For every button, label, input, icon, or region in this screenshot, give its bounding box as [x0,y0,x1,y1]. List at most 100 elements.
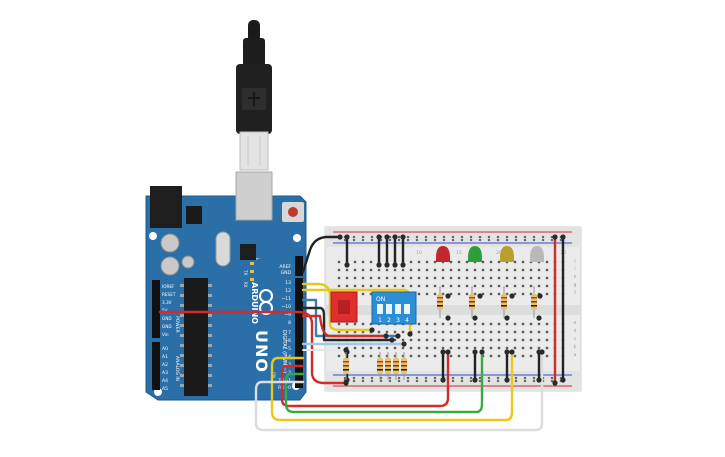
wire-pin13[interactable] [301,282,374,332]
breadboard-hole[interactable] [385,354,389,358]
breadboard-hole[interactable] [537,284,541,288]
breadboard-hole[interactable] [497,260,501,264]
rail-hole[interactable] [352,379,356,383]
rail-hole[interactable] [496,238,500,242]
resistors[interactable] [343,286,537,380]
breadboard-hole[interactable] [385,276,389,280]
rail-hole[interactable] [424,235,428,239]
breadboard-hole[interactable] [441,346,445,350]
resistor[interactable] [501,286,507,318]
breadboard-hole[interactable] [465,338,469,342]
breadboard-hole[interactable] [521,292,525,296]
breadboard-hole[interactable] [401,338,405,342]
rail-hole[interactable] [550,379,554,383]
breadboard-hole[interactable] [369,346,373,350]
breadboard-hole[interactable] [481,260,485,264]
breadboard-hole[interactable] [489,322,493,326]
led-green[interactable] [468,246,482,262]
breadboard-hole[interactable] [481,338,485,342]
breadboard-hole[interactable] [529,268,533,272]
breadboard-hole[interactable] [409,354,413,358]
rail-hole[interactable] [397,379,401,383]
breadboard-hole[interactable] [441,284,445,288]
resistor[interactable] [437,286,443,318]
breadboard-hole[interactable] [489,268,493,272]
breadboard-hole[interactable] [465,268,469,272]
breadboard-hole[interactable] [441,330,445,334]
rail-hole[interactable] [433,379,437,383]
rail-hole[interactable] [415,376,419,380]
rail-hole[interactable] [361,235,365,239]
wire-end[interactable] [369,327,375,333]
breadboard-hole[interactable] [545,322,549,326]
breadboard-hole[interactable] [505,268,509,272]
rail-hole[interactable] [541,238,545,242]
breadboard-hole[interactable] [481,346,485,350]
breadboard-hole[interactable] [385,268,389,272]
rail-hole[interactable] [496,376,500,380]
breadboard-hole[interactable] [361,354,365,358]
breadboard-hole[interactable] [417,292,421,296]
breadboard-hole[interactable] [417,268,421,272]
breadboard-hole[interactable] [345,276,349,280]
breadboard-hole[interactable] [433,322,437,326]
breadboard-hole[interactable] [369,260,373,264]
rail-hole[interactable] [388,379,392,383]
breadboard-hole[interactable] [369,268,373,272]
breadboard-hole[interactable] [425,338,429,342]
breadboard-hole[interactable] [433,338,437,342]
wire-red-led[interactable] [280,350,450,408]
wire-end[interactable] [400,234,406,240]
rail-hole[interactable] [487,376,491,380]
breadboard-hole[interactable] [433,330,437,334]
breadboard-hole[interactable] [377,284,381,288]
wire-end[interactable] [344,234,350,240]
rail-hole[interactable] [523,379,527,383]
breadboard-hole[interactable] [473,268,477,272]
breadboard-hole[interactable] [401,276,405,280]
breadboard-hole[interactable] [377,268,381,272]
resistor[interactable] [401,352,407,380]
rail-hole[interactable] [487,235,491,239]
breadboard-hole[interactable] [465,330,469,334]
breadboard-hole[interactable] [353,354,357,358]
rail-hole[interactable] [505,238,509,242]
rail-hole[interactable] [352,376,356,380]
breadboard-hole[interactable] [377,354,381,358]
wire-end[interactable] [392,234,398,240]
breadboard-hole[interactable] [345,330,349,334]
breadboard-hole[interactable] [497,346,501,350]
breadboard-hole[interactable] [417,354,421,358]
wire-end[interactable] [401,341,407,347]
breadboard-hole[interactable] [513,346,517,350]
rail-hole[interactable] [478,379,482,383]
breadboard-hole[interactable] [473,346,477,350]
breadboard-hole[interactable] [361,322,365,326]
breadboard-hole[interactable] [353,276,357,280]
breadboard-hole[interactable] [369,276,373,280]
breadboard-hole[interactable] [393,346,397,350]
breadboard-hole[interactable] [513,338,517,342]
breadboard-hole[interactable] [457,322,461,326]
breadboard-hole[interactable] [481,322,485,326]
breadboard-hole[interactable] [433,268,437,272]
breadboard-hole[interactable] [409,284,413,288]
breadboard-hole[interactable] [457,260,461,264]
power-header[interactable] [152,280,160,338]
breadboard-hole[interactable] [337,354,341,358]
breadboard-hole[interactable] [545,354,549,358]
breadboard-hole[interactable] [433,284,437,288]
breadboard-hole[interactable] [521,284,525,288]
breadboard-hole[interactable] [441,268,445,272]
breadboard-hole[interactable] [433,292,437,296]
breadboard-hole[interactable] [409,268,413,272]
rail-hole[interactable] [442,238,446,242]
rail-hole[interactable] [469,376,473,380]
resistor[interactable] [377,352,383,380]
wire-end[interactable] [560,377,566,383]
rail-hole[interactable] [406,376,410,380]
breadboard-hole[interactable] [457,330,461,334]
breadboard-hole[interactable] [385,346,389,350]
resistor[interactable] [385,352,391,380]
wire-end[interactable] [407,331,413,337]
